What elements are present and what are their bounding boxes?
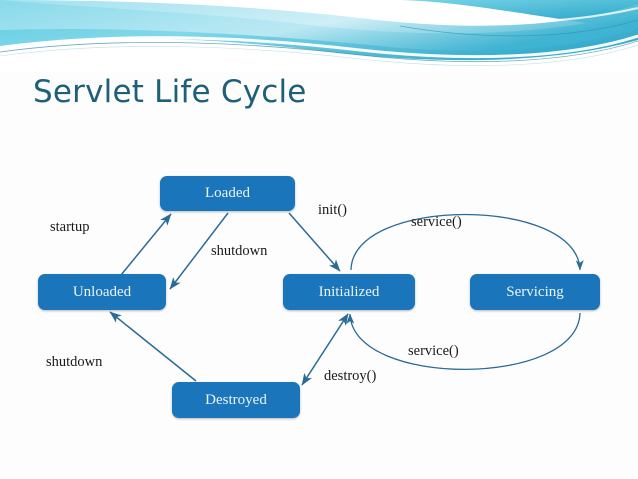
edge-label-shutdown-destroyed-unloaded: shutdown <box>46 354 103 370</box>
edge-shutdown-loaded-unloaded <box>169 212 229 290</box>
edge-init <box>288 212 341 272</box>
banner-wave-svg <box>0 0 638 72</box>
edge-label-destroy: destroy() <box>324 368 377 384</box>
edge-label-service-top: service() <box>411 214 462 230</box>
state-node-unloaded[interactable]: Unloaded <box>38 274 166 310</box>
edge-shutdown-destroyed-unloaded <box>109 311 197 382</box>
edge-label-init: init() <box>318 202 347 218</box>
state-node-destroyed[interactable]: Destroyed <box>172 382 300 418</box>
edge-label-startup: startup <box>50 219 90 235</box>
state-node-loaded[interactable]: Loaded <box>160 176 295 211</box>
edge-service-bottom <box>346 312 581 371</box>
page-title: Servlet Life Cycle <box>33 74 307 110</box>
edge-destroy <box>301 313 349 386</box>
edge-startup <box>120 213 172 276</box>
state-node-servicing[interactable]: Servicing <box>470 274 600 310</box>
edge-service-top <box>350 213 584 271</box>
edge-label-service-bottom: service() <box>408 343 459 359</box>
state-node-initialized[interactable]: Initialized <box>283 274 415 310</box>
decorative-wave-banner <box>0 0 638 72</box>
edge-label-shutdown-loaded-unloaded: shutdown <box>211 243 268 259</box>
